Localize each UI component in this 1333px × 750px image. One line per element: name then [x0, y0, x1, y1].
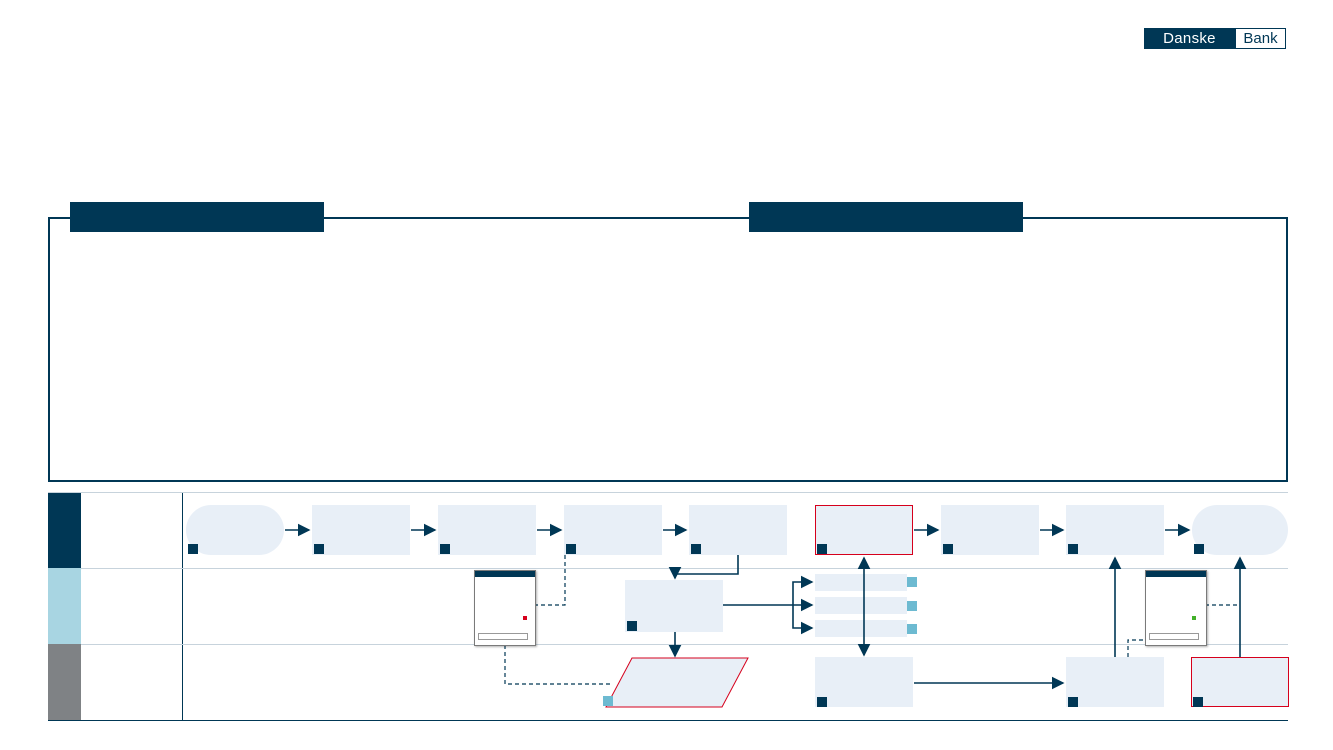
- step-marker: [943, 544, 953, 554]
- step-marker: [817, 697, 827, 707]
- option-marker-3: [907, 624, 917, 634]
- danske-bank-logo: Danske Bank: [1144, 28, 1288, 49]
- lane-divider-2: [81, 644, 1288, 645]
- lane-top-line: [48, 492, 1288, 493]
- form-header: [1146, 571, 1206, 577]
- process-step-5: [689, 505, 787, 555]
- process-step-2: [312, 505, 410, 555]
- step-marker: [1068, 544, 1078, 554]
- step-marker: [314, 544, 324, 554]
- process-step-3: [438, 505, 536, 555]
- form-header: [475, 571, 535, 577]
- option-bar-3: [815, 620, 907, 637]
- step-marker: [1193, 697, 1203, 707]
- process-step-lane3-a: [815, 657, 913, 707]
- step-marker: [566, 544, 576, 554]
- panel-tab-right: [749, 202, 1023, 232]
- process-start: [186, 505, 284, 555]
- step-marker: [188, 544, 198, 554]
- form-thumbnail-right: [1145, 570, 1207, 646]
- logo-part-bank: Bank: [1235, 28, 1286, 49]
- form-dropdown: [1149, 633, 1199, 640]
- lane-3-marker: [48, 644, 81, 720]
- process-end: [1192, 505, 1288, 555]
- process-step-4: [564, 505, 662, 555]
- process-step-6-alert: [815, 505, 913, 555]
- option-marker-1: [907, 577, 917, 587]
- step-marker: [817, 544, 827, 554]
- lane-label-divider: [182, 492, 183, 720]
- option-bar-1: [815, 574, 907, 591]
- option-marker-2: [907, 601, 917, 611]
- step-marker: [1194, 544, 1204, 554]
- lane-bottom-line: [48, 720, 1288, 721]
- form-dropdown: [478, 633, 528, 640]
- description-panel: [48, 217, 1288, 482]
- process-step-lane3-alert: [1191, 657, 1289, 707]
- lane-divider-1: [81, 568, 1288, 569]
- step-marker: [691, 544, 701, 554]
- data-marker: [603, 696, 613, 706]
- ok-indicator: [1192, 616, 1196, 620]
- step-marker: [440, 544, 450, 554]
- process-step-lane2: [625, 580, 723, 632]
- step-marker: [627, 621, 637, 631]
- process-step-7: [941, 505, 1039, 555]
- lane-2-marker: [48, 568, 81, 644]
- step-marker: [1068, 697, 1078, 707]
- logo-part-danske: Danske: [1144, 28, 1235, 49]
- process-step-lane3-b: [1066, 657, 1164, 707]
- panel-tab-left: [70, 202, 324, 232]
- form-thumbnail-left: [474, 570, 536, 646]
- error-indicator: [523, 616, 527, 620]
- lane-1-marker: [48, 492, 81, 568]
- process-step-8: [1066, 505, 1164, 555]
- option-bar-2: [815, 597, 907, 614]
